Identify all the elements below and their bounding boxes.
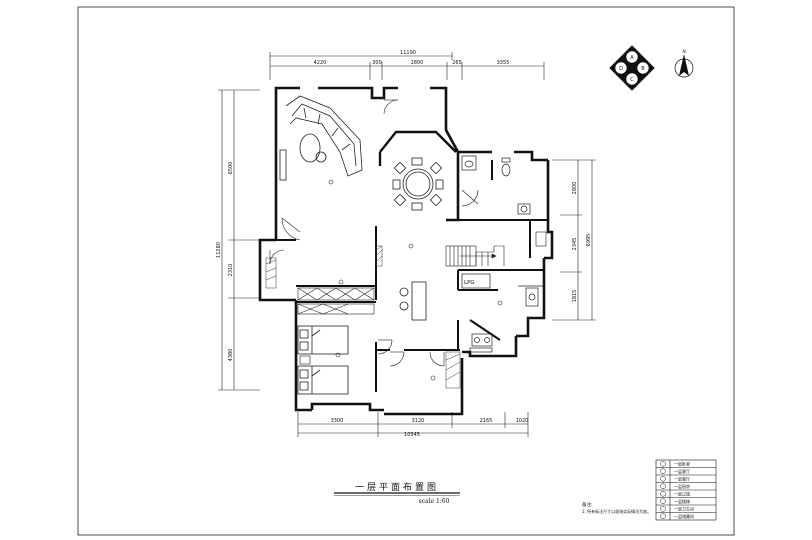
exterior-walls bbox=[258, 86, 554, 416]
right-dimension-chain bbox=[552, 159, 596, 321]
l-sofa-icon bbox=[285, 95, 363, 177]
drawing-scale: scale 1:60 bbox=[419, 498, 450, 505]
dim-bottom-seg-1: 3300 bbox=[331, 418, 344, 424]
legend-item: 一层卧室 bbox=[674, 461, 690, 467]
notes-line-1: 1. 所有标注尺寸以现场实际情况为准。 bbox=[582, 508, 651, 514]
compass-letter-b: B bbox=[641, 66, 645, 72]
legend-table bbox=[655, 459, 717, 521]
ceiling-light-icon bbox=[335, 352, 341, 358]
notes-heading: 备注: bbox=[582, 501, 593, 508]
dim-top-seg-5: 3355 bbox=[497, 60, 510, 66]
door-swing-icon bbox=[269, 99, 399, 265]
top-dimension-chain bbox=[269, 52, 545, 80]
compass-letter-d: D bbox=[619, 66, 623, 72]
dim-top-seg-3: 2800 bbox=[411, 60, 424, 66]
dim-left-seg-2: 2310 bbox=[228, 264, 234, 277]
kitchen-island-icon bbox=[399, 281, 427, 321]
dim-top-seg-1: 4220 bbox=[314, 60, 327, 66]
dim-left-bottom: 4380 bbox=[228, 349, 234, 362]
ceiling-light-icon bbox=[408, 243, 414, 249]
left-dimension-chain bbox=[218, 89, 260, 391]
compass-letter-c: C bbox=[630, 77, 634, 83]
hatched-walls bbox=[265, 245, 461, 389]
kitchen-appliance-label: LPG bbox=[464, 280, 475, 286]
compass-rose-icon bbox=[609, 45, 655, 91]
dim-top-total: 11190 bbox=[400, 50, 416, 56]
legend-item: 一层厨房 bbox=[674, 483, 690, 489]
dim-bottom-seg-4: 1020 bbox=[516, 418, 529, 424]
compass-letter-a: A bbox=[630, 55, 634, 61]
dim-bottom-total: 10345 bbox=[404, 432, 420, 438]
nightstand-icon bbox=[299, 355, 311, 365]
kitchen-counter-icon bbox=[461, 273, 544, 353]
bed-icon bbox=[297, 365, 349, 395]
legend-item: 一层餐厅 bbox=[674, 476, 690, 482]
ceiling-light-icon bbox=[328, 179, 334, 185]
dim-left-seg-1: 6500 bbox=[228, 162, 234, 175]
dim-bottom-seg-2: 3120 bbox=[412, 418, 425, 424]
drawing-title: 一层平面布置图 bbox=[355, 481, 439, 493]
dining-bay-wall bbox=[379, 130, 457, 153]
door-swing-icon bbox=[377, 339, 445, 367]
dim-top-seg-2: 300 bbox=[372, 60, 382, 66]
tv-cabinet-icon bbox=[279, 149, 287, 181]
sheet-border bbox=[77, 6, 735, 536]
staircase-icon bbox=[445, 231, 547, 267]
bathroom-fixtures-icon bbox=[461, 155, 531, 215]
bed-icon bbox=[297, 325, 349, 355]
legend-item: 一层过道 bbox=[674, 491, 690, 497]
coffee-table-icon bbox=[299, 133, 327, 163]
ceiling-light-icon bbox=[497, 300, 503, 306]
dim-left-total: 11280 bbox=[216, 242, 222, 258]
legend-symbols bbox=[660, 461, 666, 519]
north-label: N bbox=[682, 49, 685, 55]
dim-bottom-seg-3: 2165 bbox=[480, 418, 493, 424]
dim-top-seg-4: 265 bbox=[452, 60, 462, 66]
dim-right-seg-2: 2345 bbox=[572, 238, 578, 251]
legend-item: 一层客厅 bbox=[674, 468, 690, 474]
wardrobe-icon bbox=[297, 287, 375, 315]
bottom-dimension-chain bbox=[297, 412, 529, 437]
ceiling-light-icon bbox=[338, 279, 344, 285]
legend-item: 一层楼梯 bbox=[674, 498, 690, 504]
legend-item: 一层卫生间 bbox=[674, 506, 694, 512]
dim-right-total: 6995 bbox=[586, 234, 592, 247]
north-arrow-icon bbox=[674, 54, 694, 78]
legend-item: 一层储藏间 bbox=[674, 513, 694, 519]
ceiling-light-icon bbox=[430, 375, 436, 381]
dim-right-seg-1: 2800 bbox=[572, 182, 578, 195]
dining-table-icon bbox=[392, 157, 444, 211]
dim-right-seg-3: 1815 bbox=[572, 290, 578, 303]
